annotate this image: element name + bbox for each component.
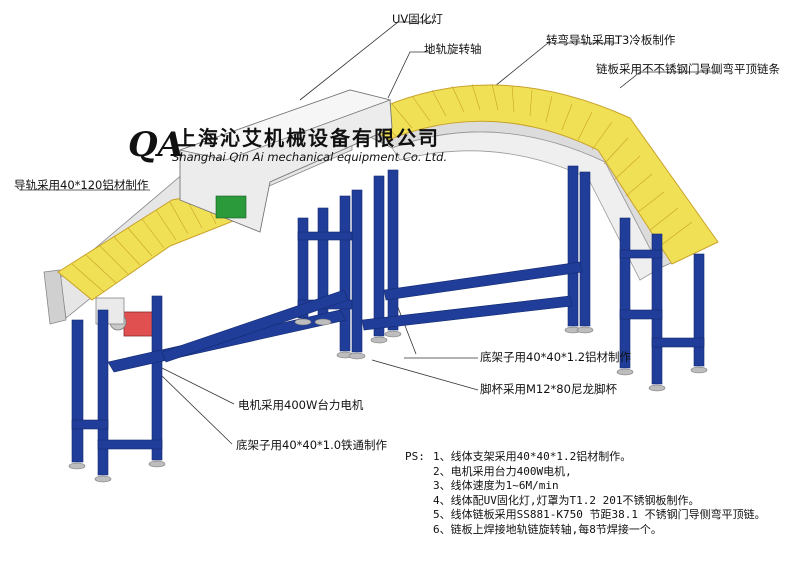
- note-item: 4、线体配UV固化灯,灯罩为T1.2 201不锈钢板制作。: [433, 493, 700, 507]
- logo-mark: QA: [128, 125, 184, 165]
- notes-label: PS:: [405, 450, 425, 463]
- callout-foot-cup: 脚杯采用M12*80尼龙脚杯: [480, 382, 617, 396]
- uv-lamp-green-plate: [215, 195, 247, 219]
- notes-list: 1、线体支架采用40*40*1.2铝材制作。 2、电机采用台力400W电机, 3…: [405, 450, 797, 537]
- note-item: 1、线体支架采用40*40*1.2铝材制作。: [433, 450, 632, 463]
- note-item: 6、链板上焊接地轨链旋转轴,每8节焊接一个。: [433, 522, 662, 536]
- end-cap: [43, 269, 67, 325]
- callout-rail-shaft: 地轨旋转轴: [424, 42, 482, 56]
- logo-chinese: 上海沁艾机械设备有限公司: [176, 126, 440, 150]
- foot-cups: [68, 318, 708, 483]
- leader-chain-plate: [619, 71, 720, 89]
- curve-chain-links: [371, 83, 693, 247]
- leader-rail-shaft: [387, 51, 432, 99]
- note-item: 2、电机采用台力400W电机,: [433, 464, 572, 478]
- callout-motor: 电机采用400W台力电机: [238, 398, 364, 412]
- callout-base-frame-iron: 底架子用40*40*1.0铁通制作: [236, 438, 388, 452]
- logo-mark-text: QA: [128, 125, 184, 165]
- frame: [71, 165, 705, 476]
- leader-lines: [20, 21, 720, 445]
- curve-chain: [359, 84, 719, 265]
- callout-guide-rail: 导轨采用40*120铝材制作: [14, 178, 149, 192]
- callout-uv-lamp: UV固化灯: [392, 12, 443, 26]
- motor-body: [123, 311, 155, 337]
- callout-curve-rail: 转弯导轨采用T3冷板制作: [546, 33, 676, 47]
- callout-chain-plate: 链板采用不不锈钢门导侧弯平顶链条: [596, 62, 780, 76]
- leader-foot-cup: [371, 359, 479, 391]
- callout-base-frame-aluminum: 底架子用40*40*1.2铝材制作: [480, 350, 632, 364]
- curve-rail-inner: [391, 131, 661, 281]
- leader-base-frame-iron: [161, 375, 233, 445]
- uv-lamp-top: [178, 89, 392, 161]
- logo-english: Shanghai Qin Ai mechanical equipment Co.…: [172, 150, 448, 164]
- note-item: 3、线体速度为1~6M/min: [433, 479, 559, 492]
- note-item: 5、线体链板采用SS881-K750 节距38.1 不锈钢门导侧弯平顶链。: [433, 508, 766, 521]
- notes-block: PS: 1、线体支架采用40*40*1.2铝材制作。 2、电机采用台力400W电…: [405, 450, 797, 537]
- leader-uv-lamp: [299, 21, 434, 101]
